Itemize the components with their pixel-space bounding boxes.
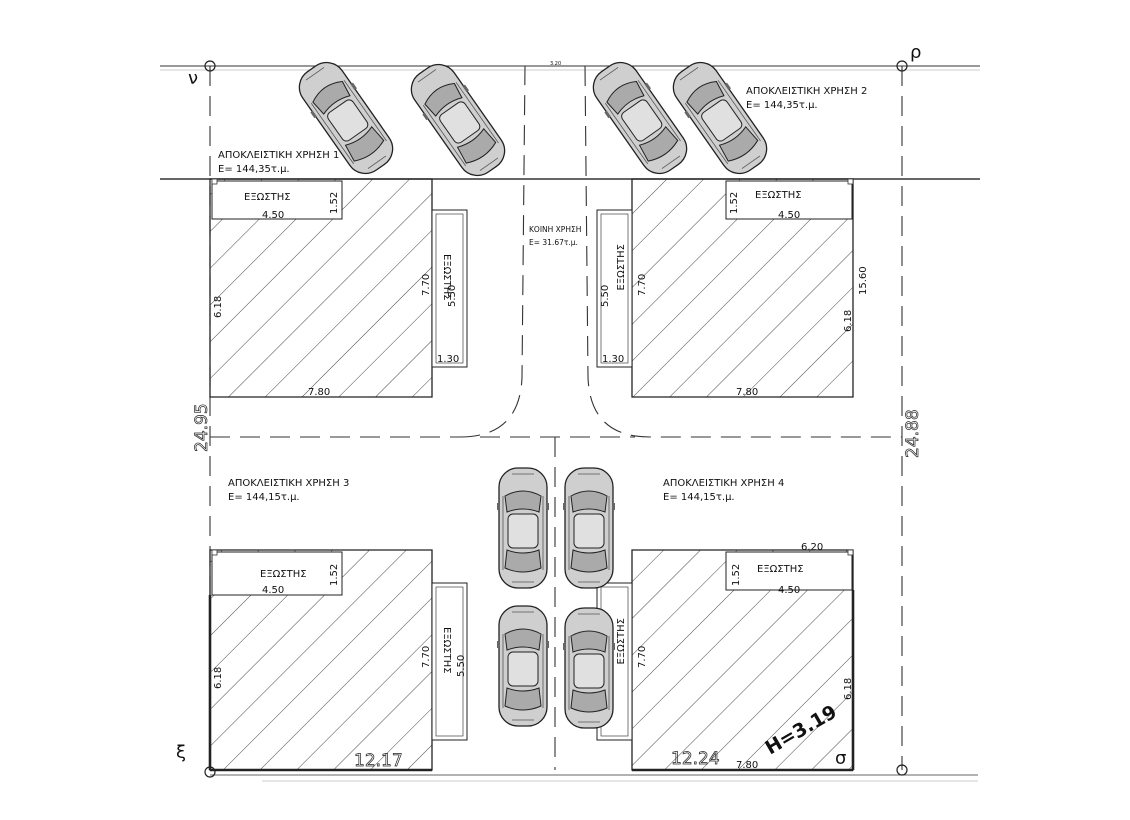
dim-house-d-3: 7.70 bbox=[421, 646, 432, 668]
plot-4-area: E= 144,15τ.μ. bbox=[663, 492, 735, 503]
dim-balcony-w-2: 1.30 bbox=[602, 354, 624, 365]
dim-bottom-right: 12.24 bbox=[671, 749, 720, 769]
car-5 bbox=[497, 467, 549, 589]
terraces bbox=[211, 180, 853, 596]
dim-terrace-w-4: 4.50 bbox=[778, 585, 800, 596]
balcony-label-3: ΕΞΩΣΤΗΣ bbox=[441, 627, 452, 674]
dim-house-w-4: 7.80 bbox=[736, 760, 758, 771]
dim-terrace-w-3: 4.50 bbox=[262, 585, 284, 596]
dim-bottom-left: 12.17 bbox=[354, 751, 403, 771]
house-1 bbox=[209, 178, 433, 398]
dim-house-w-2: 7.80 bbox=[736, 387, 758, 398]
dim-side-4: 6.18 bbox=[843, 678, 854, 700]
corner-letters: ν ρ ξ σ bbox=[176, 42, 921, 769]
plot-3-title: ΑΠΟΚΛΕΙΣΤΙΚΗ ΧΡΗΣΗ 3 bbox=[228, 478, 349, 489]
plot-4-title: ΑΠΟΚΛΕΙΣΤΙΚΗ ΧΡΗΣΗ 4 bbox=[663, 478, 784, 489]
dim-terrace-d-2: 1.52 bbox=[729, 192, 740, 214]
car-1 bbox=[289, 52, 403, 184]
plot-1-title: ΑΠΟΚΛΕΙΣΤΙΚΗ ΧΡΗΣΗ 1 bbox=[218, 150, 339, 161]
terrace-label-2: ΕΞΩΣΤΗΣ bbox=[755, 190, 802, 201]
dim-lot4-top: 6.20 bbox=[801, 542, 823, 553]
dim-balcony-len-2: 5.50 bbox=[600, 285, 611, 307]
dim-balcony-len-3: 5.50 bbox=[456, 655, 467, 677]
plot-1-area: E= 144,35τ.μ. bbox=[218, 164, 290, 175]
dim-terrace-d-3: 1.52 bbox=[329, 564, 340, 586]
corner-bottom-right: σ bbox=[835, 748, 846, 769]
house-blocks bbox=[208, 178, 855, 772]
terrace-label-1: ΕΞΩΣΤΗΣ bbox=[244, 192, 291, 203]
plot-2-title: ΑΠΟΚΛΕΙΣΤΙΚΗ ΧΡΗΣΗ 2 bbox=[746, 86, 867, 97]
corner-top-right: ρ bbox=[910, 42, 921, 63]
dim-side-1: 6.18 bbox=[213, 296, 224, 318]
balcony-label-2: ΕΞΩΣΤΗΣ bbox=[616, 244, 627, 291]
terrace-label-4: ΕΞΩΣΤΗΣ bbox=[757, 564, 804, 575]
corner-top-left: ν bbox=[188, 68, 198, 89]
dim-house-w-1: 7.80 bbox=[308, 387, 330, 398]
dim-top-small: 3.20 bbox=[550, 61, 561, 67]
car-2 bbox=[401, 54, 515, 186]
dim-left-total: 24.95 bbox=[192, 403, 212, 452]
side-balconies bbox=[431, 209, 633, 741]
common-area: E= 31.67τ.μ. bbox=[529, 238, 578, 247]
dim-terrace-w-1: 4.50 bbox=[262, 210, 284, 221]
plot-labels: ΑΠΟΚΛΕΙΣΤΙΚΗ ΧΡΗΣΗ 1 E= 144,35τ.μ. ΑΠΟΚΛ… bbox=[218, 86, 867, 503]
dim-terrace-d-4: 1.52 bbox=[731, 564, 742, 586]
corner-bottom-left: ξ bbox=[176, 742, 186, 763]
corner-points bbox=[204, 60, 908, 778]
markers bbox=[211, 178, 854, 556]
dim-side-2: 6.18 bbox=[843, 310, 854, 332]
balcony-label-4: ΕΞΩΣΤΗΣ bbox=[616, 618, 627, 665]
dim-right-total: 24.88 bbox=[903, 409, 923, 458]
car-6 bbox=[563, 467, 615, 589]
terrace-label-3: ΕΞΩΣΤΗΣ bbox=[260, 569, 307, 580]
dim-house-d-4: 7.70 bbox=[637, 646, 648, 668]
dim-terrace-d-1: 1.52 bbox=[329, 192, 340, 214]
car-8 bbox=[563, 607, 615, 729]
dim-side-3: 6.18 bbox=[213, 667, 224, 689]
dim-terrace-w-2: 4.50 bbox=[778, 210, 800, 221]
dim-balcony-len-1: 5.50 bbox=[447, 285, 458, 307]
common-title: ΚΟΙΝΗ ΧΡΗΣΗ bbox=[529, 225, 581, 234]
dimensions: 3.20 4.50 4.50 4.50 4.50 1.52 1.52 1.52 … bbox=[192, 61, 924, 771]
dim-balcony-w-1: 1.30 bbox=[437, 354, 459, 365]
car-7 bbox=[497, 605, 549, 727]
plot-2-area: E= 144,35τ.μ. bbox=[746, 100, 818, 111]
plot-3-area: E= 144,15τ.μ. bbox=[228, 492, 300, 503]
dim-house-d-2: 7.70 bbox=[637, 274, 648, 296]
dim-house-d-1: 7.70 bbox=[421, 274, 432, 296]
balcony-label-1: ΕΞΩΣΤΗΣ bbox=[441, 254, 452, 301]
dim-right-len: 15.60 bbox=[858, 266, 869, 295]
terrace-labels: ΕΞΩΣΤΗΣ ΕΞΩΣΤΗΣ ΕΞΩΣΤΗΣ ΕΞΩΣΤΗΣ ΕΞΩΣΤΗΣ … bbox=[244, 190, 804, 674]
